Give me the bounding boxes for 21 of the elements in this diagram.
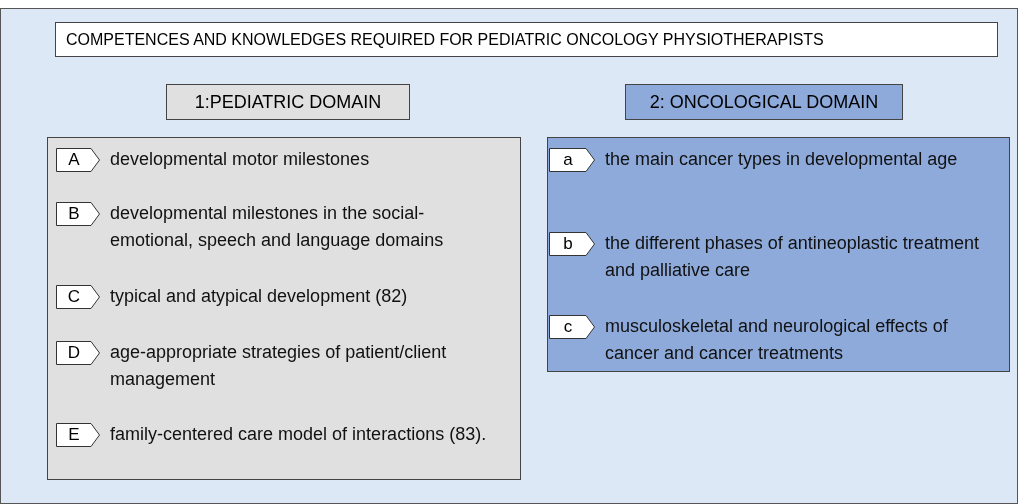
heading-box: 1:PEDIATRIC DOMAIN xyxy=(166,84,410,120)
letter-tag: C xyxy=(56,285,100,309)
item-text: family-centered care model of interactions (83). xyxy=(110,423,488,446)
letter-tag: E xyxy=(56,423,100,447)
panel xyxy=(547,137,1010,372)
item-text: age-appropriate strategies of patient/client management xyxy=(110,341,448,391)
item-text: musculoskeletal and neurological effects of cancer and cancer treatments xyxy=(605,315,949,365)
letter-tag: a xyxy=(549,148,595,172)
item-text: typical and atypical development (82) xyxy=(110,285,409,308)
letter-tag: A xyxy=(56,148,100,172)
letter-tag: B xyxy=(56,202,100,226)
letter-tag: b xyxy=(549,232,595,256)
title-box: COMPETENCES AND KNOWLEDGES REQUIRED FOR PEDIATRIC ONCOLOGY PHYSIOTHERAPISTS xyxy=(55,22,998,57)
item-text: developmental milestones in the social-emotional, speech and language domains xyxy=(110,202,445,252)
letter-tag: D xyxy=(56,341,100,365)
item-text: developmental motor milestones xyxy=(110,148,371,171)
heading-box: 2: ONCOLOGICAL DOMAIN xyxy=(625,84,903,120)
item-text: the different phases of antineoplastic treatment and palliative care xyxy=(605,232,980,282)
letter-tag: c xyxy=(549,315,595,339)
item-text: the main cancer types in developmental age xyxy=(605,148,959,171)
panel xyxy=(47,137,521,480)
